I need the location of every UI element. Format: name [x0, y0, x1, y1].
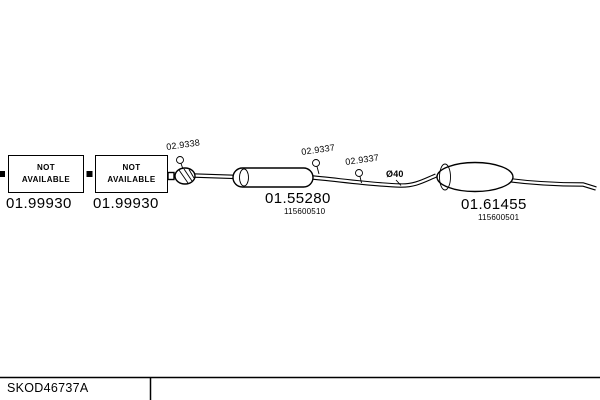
connector-square-mid — [86, 171, 93, 177]
clamp-icon-rear — [355, 169, 363, 177]
pipe-inlet-fitting — [167, 171, 175, 181]
not-available-line2: AVAILABLE — [107, 175, 156, 184]
rear-muffler-shape — [436, 161, 514, 193]
not-available-line1: NOT — [122, 163, 141, 172]
pipe-diameter-label: Ø40 — [386, 169, 404, 179]
center-muffler-sub-number: 115600510 — [284, 207, 326, 216]
center-muffler-shape — [232, 167, 314, 188]
clamp-icon-flex — [176, 156, 184, 164]
not-available-box-1: NOT AVAILABLE — [8, 155, 84, 193]
center-muffler-cap — [239, 168, 249, 187]
diameter-leader-line — [395, 179, 402, 186]
drawing-code: SKOD46737A — [7, 381, 89, 395]
clamp-icon-front — [312, 159, 320, 167]
rear-muffler-part-number: 01.61455 — [461, 196, 527, 213]
rear-muffler-sub-number: 115600501 — [478, 213, 520, 222]
not-available-box-2: NOT AVAILABLE — [95, 155, 168, 193]
not-available-line1: NOT — [36, 163, 56, 172]
not-available-line2: AVAILABLE — [21, 175, 71, 184]
connector-square-left — [0, 171, 5, 177]
rear-muffler-cap — [439, 163, 451, 191]
center-muffler-part-number: 01.55280 — [265, 190, 331, 207]
part-number-front-pipe-1: 01.99930 — [6, 195, 72, 212]
part-number-front-pipe-2: 01.99930 — [93, 195, 159, 212]
